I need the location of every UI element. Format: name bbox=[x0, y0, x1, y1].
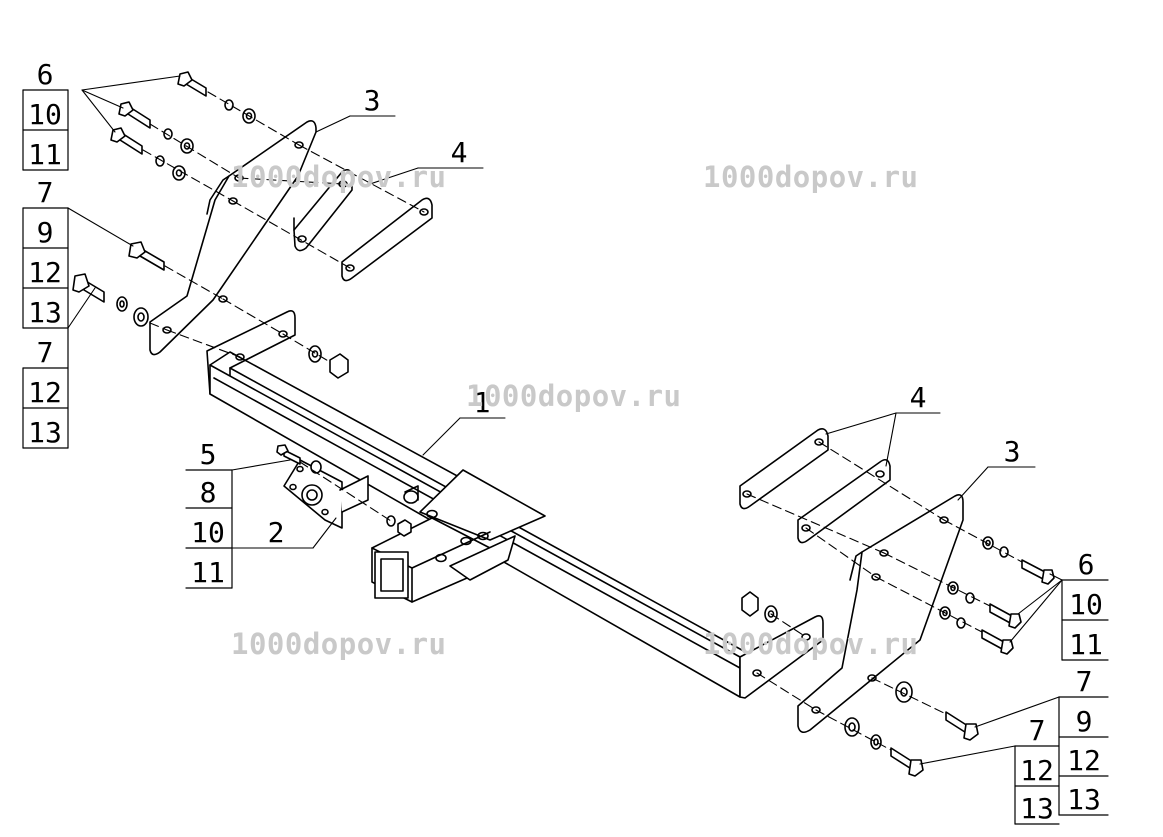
callout-right-low-1: 7 bbox=[1029, 714, 1046, 747]
part-label-spacer-left: 4 bbox=[451, 136, 468, 169]
callout-left-mid-2: 9 bbox=[37, 216, 54, 249]
callout-left-mid-1: 7 bbox=[37, 176, 54, 209]
assembly-centerlines bbox=[142, 91, 1023, 751]
part-label-plate-right: 3 bbox=[1004, 435, 1021, 468]
callout-right-top-1: 6 bbox=[1078, 548, 1095, 581]
leader-lines bbox=[67, 75, 1063, 765]
left-spacer-plates bbox=[293, 168, 433, 282]
callout-socket-4: 11 bbox=[191, 556, 225, 589]
part-label-crossbar: 1 bbox=[474, 386, 491, 419]
callout-left-low bbox=[22, 327, 69, 449]
callout-left-top-2: 10 bbox=[28, 98, 62, 131]
watermark-3: 1000dopov.ru bbox=[466, 379, 682, 413]
callout-left-low-1: 7 bbox=[37, 336, 54, 369]
callout-left-low-2: 12 bbox=[28, 376, 62, 409]
callout-right-top-2: 10 bbox=[1069, 588, 1103, 621]
callout-right-mid-4: 13 bbox=[1067, 783, 1101, 816]
callout-socket-1: 5 bbox=[200, 438, 217, 471]
callout-right-top-3: 11 bbox=[1069, 628, 1103, 661]
callout-left-top bbox=[22, 89, 69, 171]
socket-bracket bbox=[283, 459, 419, 529]
callout-right-low-3: 13 bbox=[1020, 792, 1054, 825]
callout-right-mid-2: 9 bbox=[1076, 705, 1093, 738]
callout-right-mid-1: 7 bbox=[1076, 665, 1093, 698]
right-mounting-plate bbox=[797, 494, 964, 734]
callout-socket bbox=[185, 469, 233, 589]
watermark-1: 1000dopov.ru bbox=[231, 160, 447, 194]
fasteners bbox=[72, 71, 1055, 777]
callout-left-top-1: 6 bbox=[37, 58, 54, 91]
callout-left-mid-4: 13 bbox=[28, 296, 62, 329]
callout-left-mid-3: 12 bbox=[28, 256, 62, 289]
callout-right-low bbox=[1014, 745, 1060, 825]
part-label-spacer-right: 4 bbox=[910, 381, 927, 414]
right-spacer-plates bbox=[739, 428, 891, 544]
watermark-5: 1000dopov.ru bbox=[703, 627, 919, 661]
callout-right-mid-3: 12 bbox=[1067, 744, 1101, 777]
callout-left-mid bbox=[22, 207, 69, 329]
left-mounting-plate bbox=[149, 120, 317, 356]
watermark-2: 1000dopov.ru bbox=[703, 160, 919, 194]
callout-numbers: 6 10 11 7 9 12 13 7 12 13 5 8 10 11 6 10… bbox=[28, 58, 1103, 825]
part-label-plate-left: 3 bbox=[364, 84, 381, 117]
receiver-gusset bbox=[371, 469, 546, 603]
callout-socket-2: 8 bbox=[200, 476, 217, 509]
callout-right-low-2: 12 bbox=[1020, 754, 1054, 787]
part-label-socket-bracket: 2 bbox=[268, 516, 285, 549]
callout-right-top bbox=[1061, 579, 1109, 661]
callout-socket-3: 10 bbox=[191, 516, 225, 549]
callout-right-mid bbox=[1058, 696, 1109, 816]
callout-left-top-3: 11 bbox=[28, 138, 62, 171]
callout-left-low-3: 13 bbox=[28, 416, 62, 449]
watermark-4: 1000dopov.ru bbox=[231, 627, 447, 661]
